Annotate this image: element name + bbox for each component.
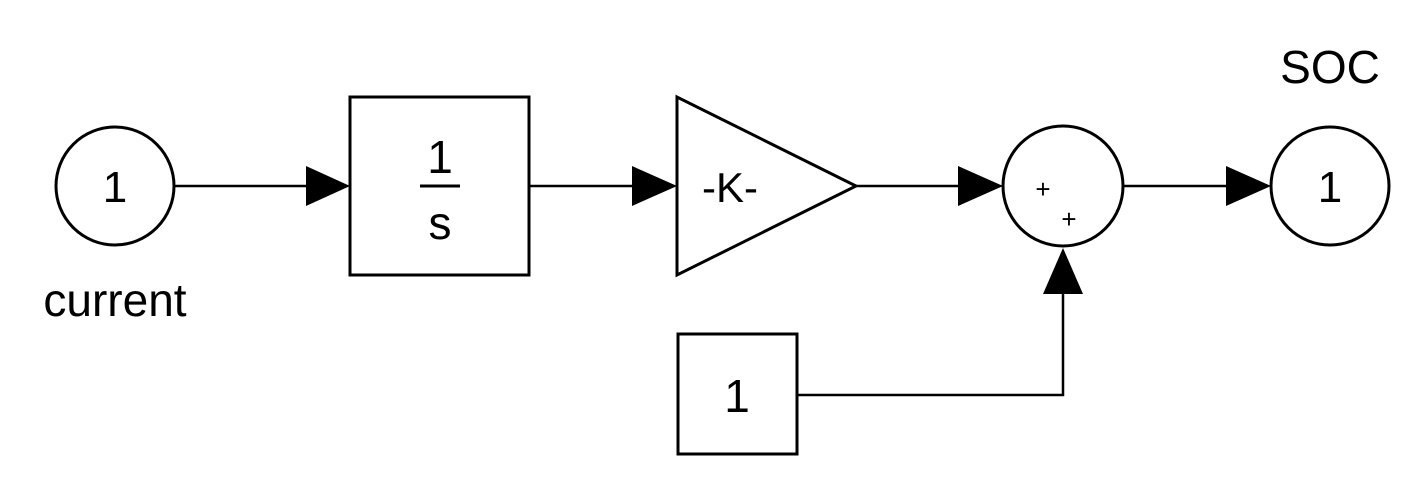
gain-block[interactable]: -K- bbox=[675, 94, 860, 278]
constant-value: 1 bbox=[724, 370, 750, 422]
outport-label: SOC bbox=[1280, 41, 1380, 93]
inport-number: 1 bbox=[103, 163, 127, 212]
outport-block[interactable]: 1 bbox=[1269, 125, 1391, 247]
constant-block[interactable]: 1 bbox=[676, 332, 799, 456]
sum-sign-1: + bbox=[1035, 174, 1050, 204]
inport-label: current bbox=[43, 274, 186, 326]
integrator-block[interactable]: 1 s bbox=[348, 95, 531, 277]
arrow-into-gain bbox=[632, 166, 677, 206]
gain-label: -K- bbox=[702, 164, 758, 211]
outport-number: 1 bbox=[1318, 163, 1342, 212]
inport-block[interactable]: 1 bbox=[54, 125, 176, 247]
signal-line-constant-sum[interactable] bbox=[797, 290, 1065, 397]
arrow-into-outport bbox=[1226, 166, 1271, 206]
integrator-denominator: s bbox=[429, 197, 452, 249]
arrow-into-sum bbox=[958, 166, 1003, 206]
integrator-numerator: 1 bbox=[427, 131, 453, 183]
arrow-into-sum-bottom bbox=[1043, 248, 1083, 294]
sum-block[interactable]: + + bbox=[1001, 124, 1125, 248]
sum-sign-2: + bbox=[1061, 204, 1076, 234]
arrow-into-integrator bbox=[306, 166, 350, 206]
